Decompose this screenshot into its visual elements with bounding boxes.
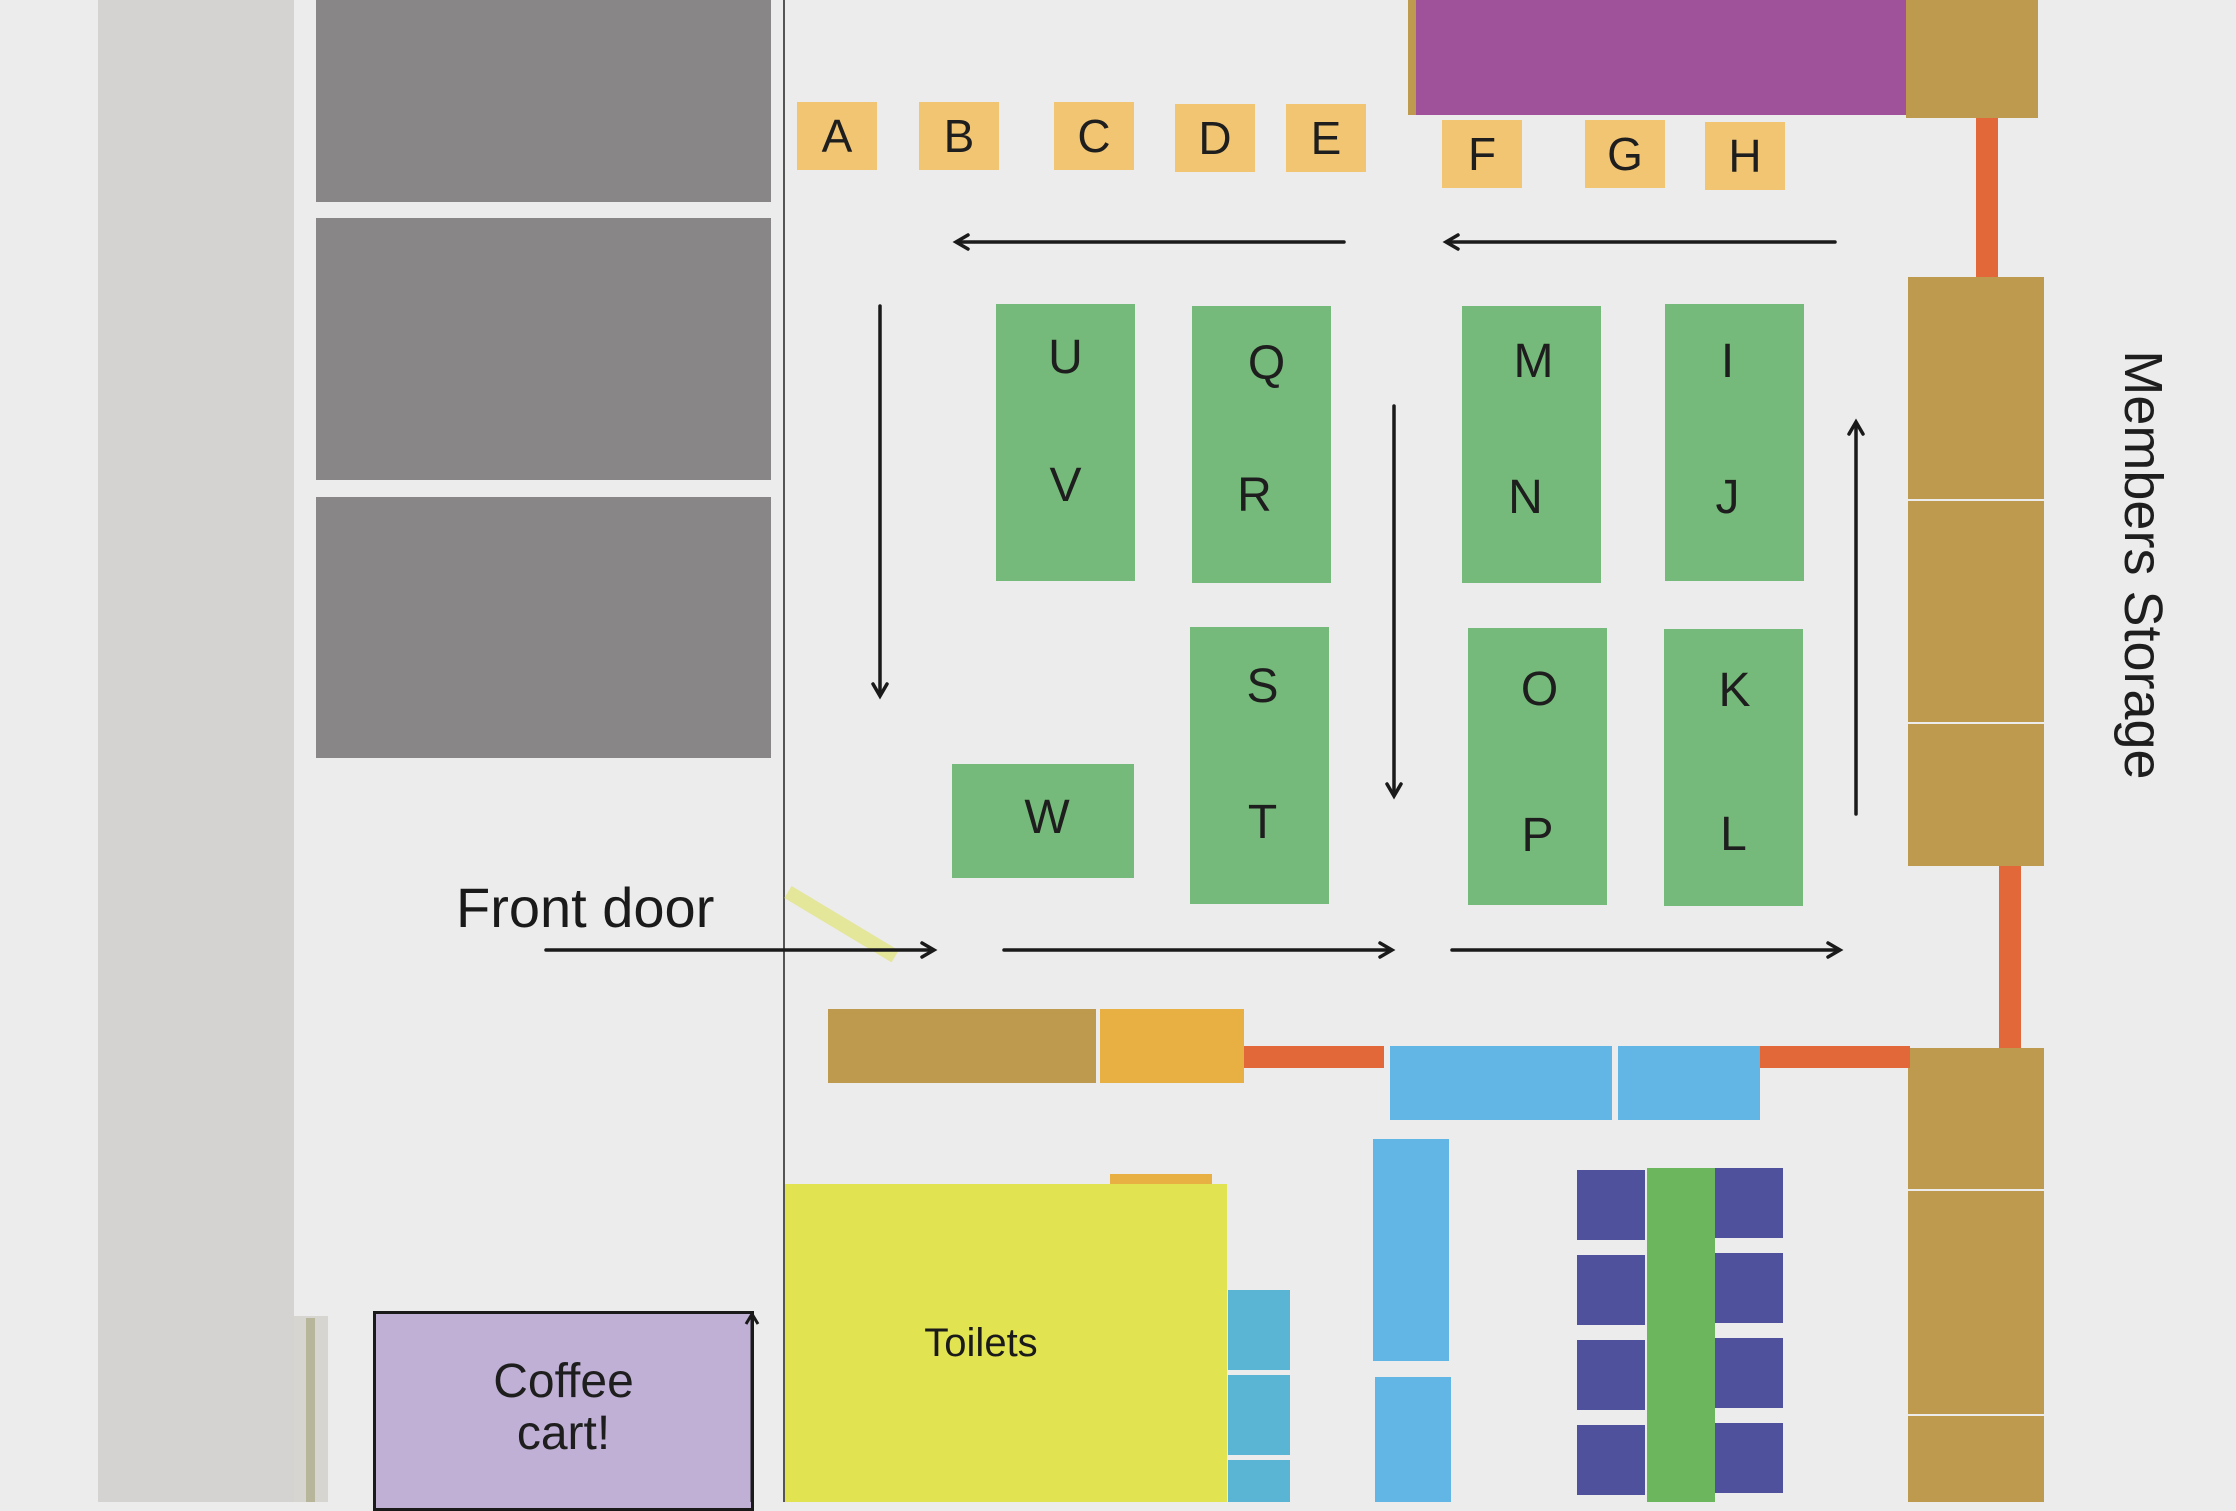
table-d[interactable]: D — [1175, 104, 1255, 172]
table-e[interactable]: E — [1286, 104, 1366, 172]
divider-right-lower — [1999, 866, 2021, 1050]
storage-unit-6 — [1908, 1416, 2044, 1502]
table-w-label: W — [1024, 791, 1070, 844]
storage-unit-1 — [1908, 277, 2044, 499]
table-group-mn[interactable]: M N — [1462, 306, 1601, 583]
chair-left-2 — [1577, 1255, 1645, 1325]
left-wall — [98, 0, 294, 1502]
table-k-label: K — [1718, 664, 1751, 717]
teal-block-2 — [1228, 1375, 1290, 1455]
table-f[interactable]: F — [1442, 120, 1522, 188]
table-group-ij[interactable]: I J — [1665, 304, 1804, 581]
long-green-table[interactable] — [1647, 1168, 1715, 1502]
table-group-op[interactable]: O P — [1468, 628, 1607, 905]
chair-right-4 — [1715, 1423, 1783, 1493]
chair-left-3 — [1577, 1340, 1645, 1410]
front-door-label: Front door — [456, 876, 715, 939]
blue-table-2[interactable] — [1618, 1046, 1760, 1120]
divider-right-upper — [1976, 118, 1998, 278]
blue-table-1[interactable] — [1390, 1046, 1612, 1120]
coffee-cart-label-line2: cart! — [516, 1407, 611, 1460]
teal-block-1 — [1228, 1290, 1290, 1370]
table-r-label: R — [1237, 469, 1272, 522]
table-m-label: M — [1513, 335, 1554, 388]
chair-left-4 — [1577, 1425, 1645, 1495]
table-l-label: L — [1720, 808, 1747, 861]
toilets-label: Toilets — [924, 1320, 1038, 1365]
table-q-label: Q — [1247, 337, 1286, 390]
toilets: Toilets — [785, 1184, 1227, 1502]
divider-mid-left — [1244, 1046, 1384, 1068]
table-w[interactable]: W — [952, 764, 1134, 878]
teal-block-3 — [1228, 1460, 1290, 1502]
table-group-st[interactable]: S T — [1190, 627, 1329, 904]
table-i-label: I — [1720, 335, 1735, 388]
divider-mid-right — [1760, 1046, 1910, 1068]
stage-block-top — [316, 0, 771, 202]
stage-block-bottom — [316, 497, 771, 758]
table-v-label: V — [1049, 459, 1082, 512]
chair-right-1 — [1715, 1168, 1783, 1238]
table-o-label: O — [1520, 663, 1559, 716]
table-group-qr[interactable]: Q R — [1192, 306, 1331, 583]
table-n-label: N — [1508, 471, 1543, 524]
chair-left-1 — [1577, 1170, 1645, 1240]
coffee-cart-label-line1: Coffee — [493, 1355, 634, 1408]
blue-table-4[interactable] — [1375, 1377, 1451, 1502]
table-b[interactable]: B — [919, 102, 999, 170]
room-divider-line — [783, 0, 785, 1502]
blue-table-3[interactable] — [1373, 1139, 1449, 1361]
table-t-label: T — [1247, 796, 1278, 849]
storage-unit-2 — [1908, 501, 2044, 722]
wall-post-strip — [306, 1318, 315, 1502]
table-group-kl[interactable]: K L — [1664, 629, 1803, 906]
purple-bar — [1416, 0, 1908, 115]
table-g[interactable]: G — [1585, 120, 1665, 188]
chair-right-3 — [1715, 1338, 1783, 1408]
storage-top — [1906, 0, 2038, 118]
table-group-uv[interactable]: U V — [996, 304, 1135, 581]
service-counter-end — [1100, 1009, 1244, 1083]
storage-unit-5 — [1908, 1191, 2044, 1414]
table-s-label: S — [1246, 660, 1279, 713]
chair-right-2 — [1715, 1253, 1783, 1323]
toilets-tab — [1110, 1174, 1212, 1184]
service-counter — [828, 1009, 1096, 1083]
coffee-cart: Coffee cart! — [373, 1311, 754, 1511]
table-h[interactable]: H — [1705, 122, 1785, 190]
table-p-label: P — [1521, 809, 1554, 862]
table-c[interactable]: C — [1054, 102, 1134, 170]
storage-unit-3 — [1908, 724, 2044, 866]
table-a[interactable]: A — [797, 102, 877, 170]
storage-unit-4 — [1908, 1048, 2044, 1189]
purple-bar-edge — [1408, 0, 1418, 115]
table-u-label: U — [1048, 331, 1083, 384]
stage-block-middle — [316, 218, 771, 480]
table-j-label: J — [1715, 471, 1740, 524]
